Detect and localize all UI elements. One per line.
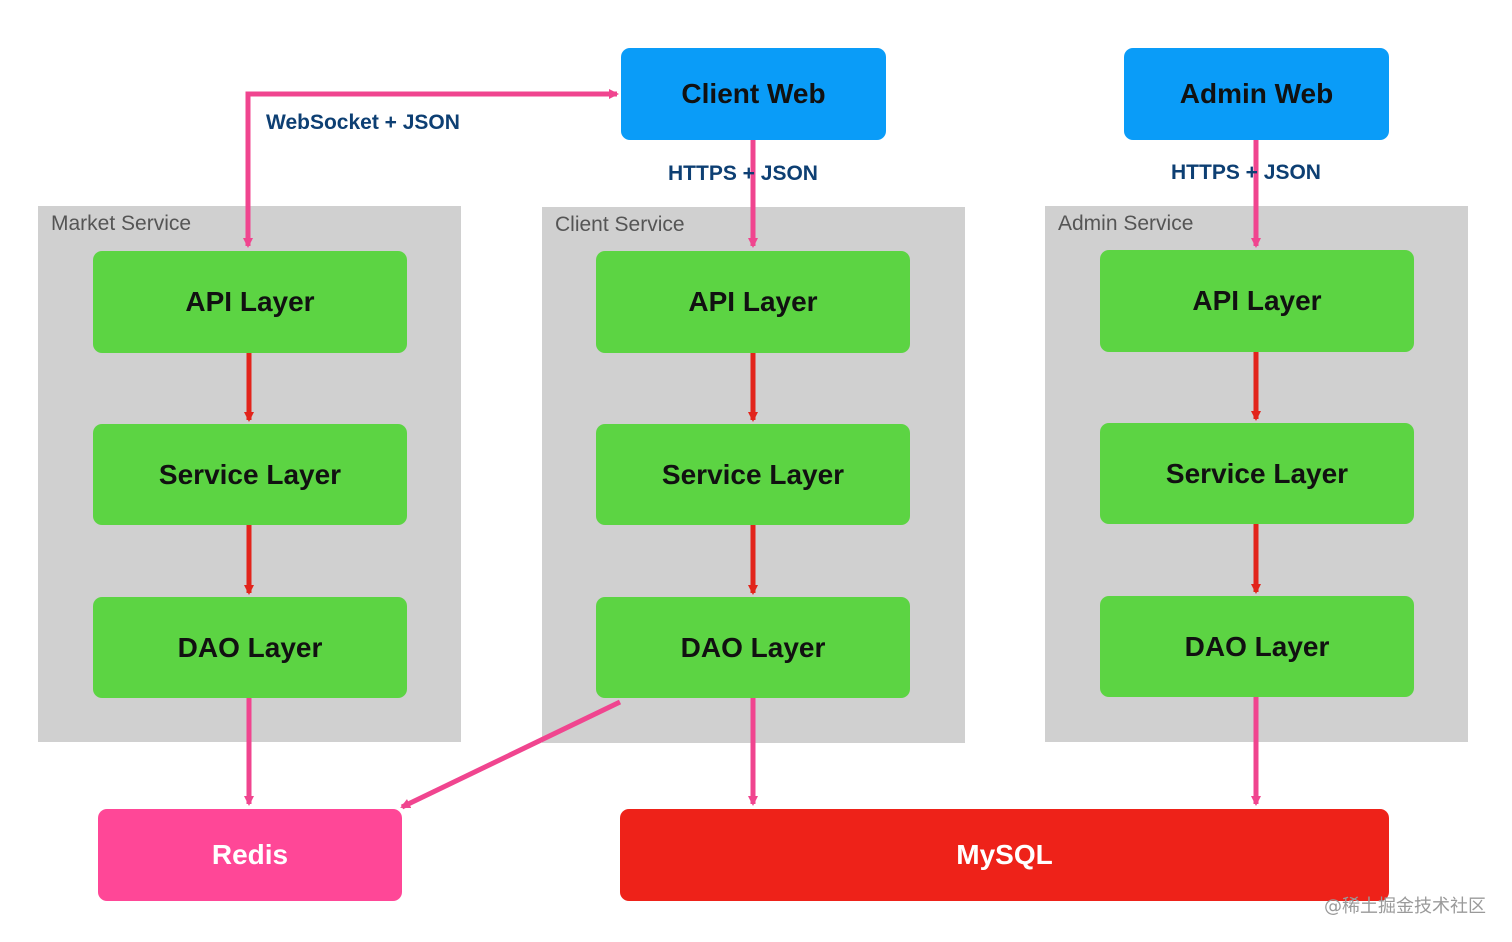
- admin-service-title: Admin Service: [1058, 212, 1194, 235]
- mysql-store: MySQL: [620, 809, 1389, 901]
- admin-api-layer: API Layer: [1100, 250, 1414, 352]
- client-api-layer: API Layer: [596, 251, 910, 353]
- admin-https-json-label: HTTPS + JSON: [1171, 161, 1321, 184]
- client-https-json-label: HTTPS + JSON: [668, 162, 818, 185]
- client-service-title: Client Service: [555, 213, 685, 236]
- client-service-layer: Service Layer: [596, 424, 910, 525]
- websocket-json-label: WebSocket + JSON: [266, 111, 460, 134]
- market-service-title: Market Service: [51, 212, 192, 235]
- admin-service-layer: Service Layer: [1100, 423, 1414, 524]
- redis-store: Redis: [98, 809, 402, 901]
- admin-dao-layer: DAO Layer: [1100, 596, 1414, 697]
- admin-web-box: Admin Web: [1124, 48, 1389, 140]
- market-dao-layer: DAO Layer: [93, 597, 407, 698]
- market-api-layer: API Layer: [93, 251, 407, 353]
- client-dao-layer: DAO Layer: [596, 597, 910, 698]
- client-web-box: Client Web: [621, 48, 886, 140]
- market-service-layer: Service Layer: [93, 424, 407, 525]
- watermark: @稀土掘金技术社区: [1324, 896, 1486, 917]
